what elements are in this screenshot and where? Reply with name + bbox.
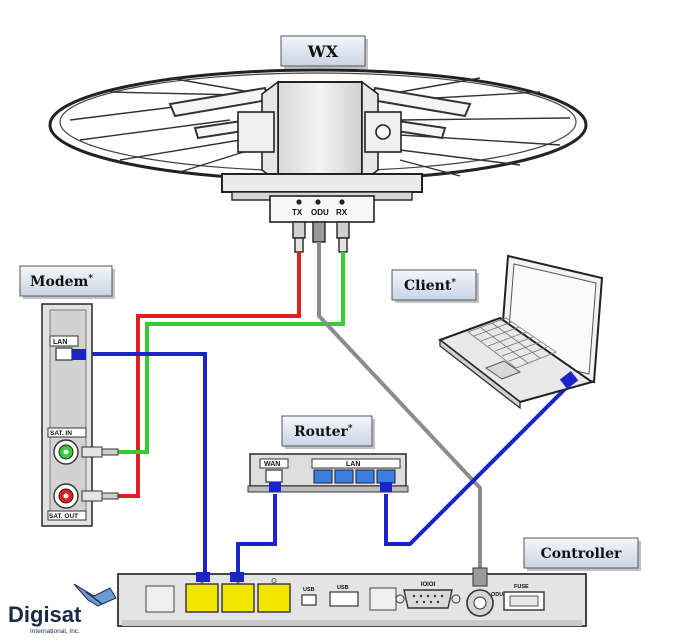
controller-device: ⛭ ⛭ ⛭ — [117, 567, 587, 627]
wx-label-badge: WX — [280, 35, 368, 69]
controller-odu-label: ODU — [491, 592, 503, 598]
router-label: Router — [294, 424, 349, 440]
svg-text:Modem*: Modem* — [30, 274, 93, 290]
controller-fuse-label: FUSE — [514, 584, 529, 590]
modem-label: Modem — [30, 274, 89, 290]
modem-asterisk: * — [88, 274, 93, 284]
odu-cable — [317, 242, 482, 570]
router-wan-label: WAN — [264, 461, 280, 468]
rx-cable — [118, 252, 345, 454]
router-asterisk: * — [348, 424, 353, 434]
tx-cable — [118, 252, 301, 498]
client-asterisk: * — [451, 278, 456, 288]
modem-lan-label: LAN — [53, 339, 67, 346]
wx-rx-port-label: RX — [336, 208, 348, 217]
wx-tx-port-label: TX — [292, 208, 303, 217]
controller-label: Controller — [541, 546, 622, 562]
modem-label-badge: Modem* — [19, 265, 115, 299]
client-label: Client — [404, 278, 452, 294]
wx-odu-port-label: ODU — [311, 208, 329, 217]
wx-antenna — [48, 68, 588, 253]
modem-device — [41, 303, 119, 527]
svg-text:Client*: Client* — [404, 278, 456, 294]
client-label-badge: Client* — [391, 269, 479, 303]
modem-sat-out-label: SAT. OUT — [49, 513, 78, 520]
router-lan-label: LAN — [346, 461, 360, 468]
digisat-logo: Digisat International, Inc. — [8, 583, 117, 635]
controller-label-badge: Controller — [523, 537, 641, 571]
client-lan-cable — [384, 380, 574, 546]
modem-sat-in-label: SAT. IN — [50, 430, 72, 437]
svg-text:⛭: ⛭ — [271, 577, 277, 585]
router-label-badge: Router* — [281, 415, 375, 449]
logo-name: Digisat — [8, 602, 82, 627]
svg-text:Router*: Router* — [294, 424, 353, 440]
controller-usb2-label: USB — [337, 585, 349, 591]
router-device — [247, 453, 409, 493]
wx-label: WX — [307, 42, 339, 61]
router-wan-cable — [236, 494, 277, 572]
logo-subtitle: International, Inc. — [30, 628, 80, 635]
controller-serial-label: IOIOI — [421, 582, 436, 588]
svg-text:⛭: ⛭ — [199, 577, 205, 585]
controller-usb1-label: USB — [303, 587, 315, 593]
modem-lan-cable — [90, 352, 207, 572]
svg-text:⛭: ⛭ — [235, 577, 241, 585]
client-laptop — [437, 254, 604, 410]
